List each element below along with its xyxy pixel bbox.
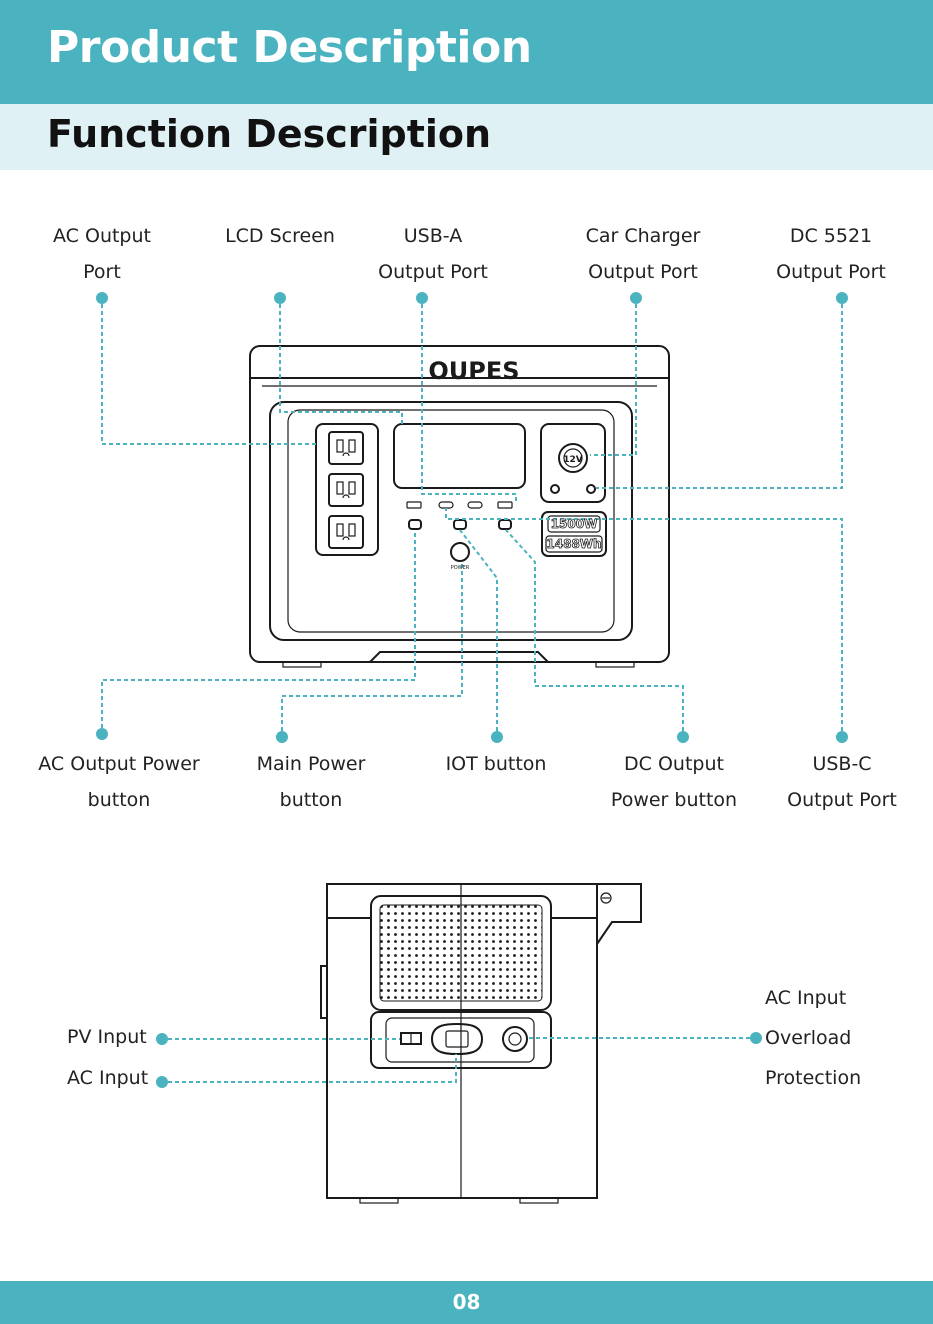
- leader-usb-c: [445, 508, 848, 743]
- ac-output-power-button: [408, 519, 422, 530]
- leader-pv-input: [156, 1033, 400, 1045]
- leader-ac-input: [156, 1054, 457, 1088]
- label-usb-a-output: USB-A Output Port: [368, 218, 498, 290]
- rating-badge: [541, 511, 607, 557]
- leader-iot-button: [459, 529, 503, 743]
- section-title: Function Description: [47, 112, 492, 156]
- label-line: AC Output Power: [38, 753, 200, 775]
- label-line: Output Port: [588, 261, 698, 283]
- power-button-label: POWER: [451, 565, 470, 571]
- label-dc5521-output: DC 5521 Output Port: [766, 218, 896, 290]
- leader-ac-output-port: [96, 292, 318, 445]
- section-header-band: [0, 104, 933, 170]
- power-station-front: [249, 345, 670, 668]
- label-line: USB-C: [812, 753, 872, 775]
- car-port-label: 12V: [563, 455, 583, 465]
- rating-capacity: 1488Wh: [546, 537, 601, 551]
- label-line: Car Charger: [585, 225, 701, 247]
- label-ac-output-power-button: AC Output Power button: [28, 746, 210, 818]
- leader-dc5521: [596, 292, 848, 489]
- label-main-power-button: Main Power button: [242, 746, 380, 818]
- leader-ac-output-power-button: [96, 530, 416, 740]
- label-ac-input-overload-protection: AC Input Overload Protection: [765, 980, 861, 1096]
- ac-outlet-3: [328, 515, 364, 549]
- label-dc-output-power-button: DC Output Power button: [600, 746, 748, 818]
- label-line: button: [87, 789, 151, 811]
- usb-a-port-1: [406, 501, 422, 509]
- cooling-grille: [370, 895, 552, 1011]
- ac-outlet-1: [328, 431, 364, 465]
- usb-c-port-2: [467, 501, 483, 509]
- leader-dc-output-power-button: [505, 529, 689, 743]
- overload-protection: [502, 1026, 528, 1052]
- leader-overload-protection: [528, 1032, 762, 1044]
- label-line: Power button: [610, 789, 738, 811]
- label-line: Output Port: [378, 261, 488, 283]
- usb-a-port-2: [497, 501, 513, 509]
- label-usb-c-output: USB-C Output Port: [776, 746, 908, 818]
- rating-watts: 1500W: [551, 517, 598, 531]
- label-line: Output Port: [776, 261, 886, 283]
- iot-button: [453, 519, 467, 530]
- label-line: DC Output: [624, 753, 724, 775]
- label-pv-input: PV Input: [67, 1019, 147, 1055]
- dc5521-port-1: [550, 484, 560, 494]
- page-title: Product Description: [47, 22, 532, 73]
- lcd-screen: [393, 423, 526, 489]
- label-line: Main Power: [256, 753, 366, 775]
- leader-main-power-button: [276, 562, 463, 743]
- label-ac-input: AC Input: [67, 1060, 148, 1096]
- ac-outlet-2: [328, 473, 364, 507]
- label-ac-output-port: AC Output Port: [42, 218, 162, 290]
- main-power-button: [450, 542, 470, 562]
- leader-usb-a: [416, 292, 517, 502]
- ac-outlet-panel: [315, 423, 379, 556]
- label-lcd-screen: LCD Screen: [214, 218, 346, 254]
- car-charger-panel: [540, 423, 606, 503]
- leader-car-charger: [590, 292, 642, 456]
- label-line: IOT button: [445, 753, 547, 775]
- brand-logo: OUPES: [428, 357, 519, 385]
- label-line: Port: [83, 261, 121, 283]
- page-footer-band: [0, 1281, 933, 1324]
- ac-input-port: [430, 1022, 484, 1056]
- label-line: USB-A: [403, 225, 463, 247]
- label-iot-button: IOT button: [432, 746, 560, 782]
- label-line: AC Input: [765, 987, 847, 1009]
- label-line: AC Input: [67, 1067, 149, 1089]
- page-number: 08: [452, 1290, 481, 1314]
- power-station-side: [320, 883, 642, 1204]
- usb-c-port-1: [438, 501, 454, 509]
- label-line: DC 5521: [789, 225, 873, 247]
- page-header-band: Product Description: [0, 0, 933, 104]
- label-car-charger-output: Car Charger Output Port: [572, 218, 714, 290]
- label-line: button: [279, 789, 343, 811]
- dc-output-power-button: [498, 519, 512, 530]
- label-line: Overload: [765, 1027, 852, 1049]
- label-line: AC Output: [53, 225, 151, 247]
- label-line: PV Input: [67, 1026, 147, 1048]
- label-line: LCD Screen: [225, 225, 335, 247]
- leader-lcd-screen: [274, 292, 403, 424]
- label-line: Output Port: [787, 789, 897, 811]
- dc5521-port-2: [586, 484, 596, 494]
- label-line: Protection: [765, 1067, 862, 1089]
